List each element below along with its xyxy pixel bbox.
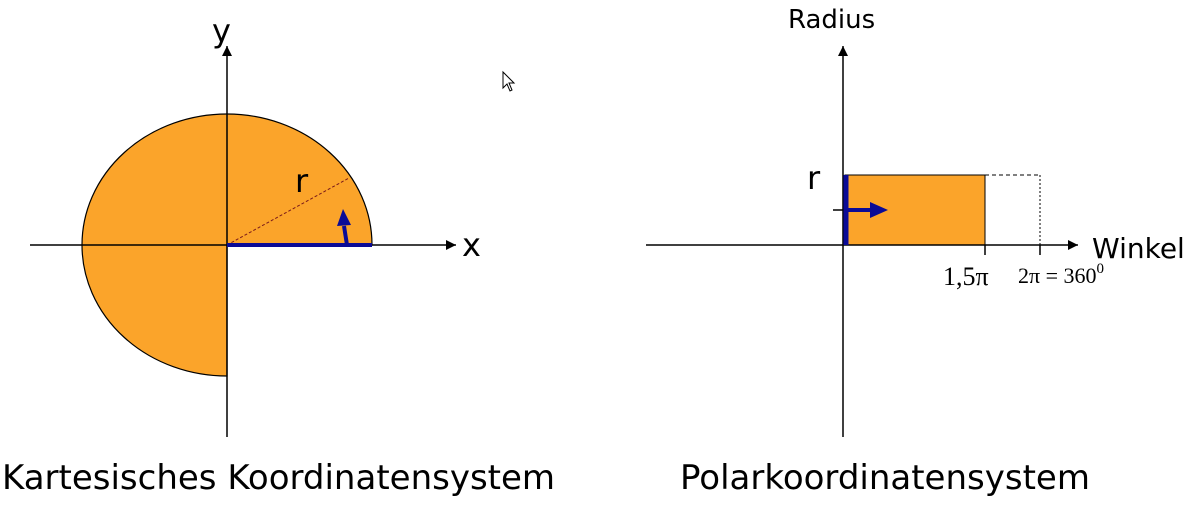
cartesian-x-label: x bbox=[462, 226, 481, 264]
polar-area-fill bbox=[844, 174, 986, 246]
cartesian-diagram: y x r bbox=[30, 12, 481, 437]
cartesian-y-label: y bbox=[212, 12, 231, 50]
polar-direction-arrow bbox=[846, 202, 888, 218]
cartesian-caption: Kartesisches Koordinatensystem bbox=[2, 458, 556, 498]
mouse-pointer-icon bbox=[502, 70, 516, 92]
cartesian-radius-line bbox=[226, 177, 350, 246]
polar-diagram: Radius Winkel r 1,5π 2π = 3600 bbox=[646, 5, 1185, 437]
polar-r-label: r bbox=[807, 159, 821, 197]
polar-x-label: Winkel bbox=[1092, 232, 1185, 265]
cartesian-r-label: r bbox=[295, 162, 309, 200]
polar-tick-label-2: 2π = 3600 bbox=[1018, 261, 1104, 288]
polar-tick-label-1: 1,5π bbox=[943, 262, 989, 291]
cartesian-direction-arrow bbox=[337, 209, 351, 246]
polar-y-label: Radius bbox=[788, 5, 875, 35]
polar-caption: Polarkoordinatensystem bbox=[680, 458, 1090, 498]
